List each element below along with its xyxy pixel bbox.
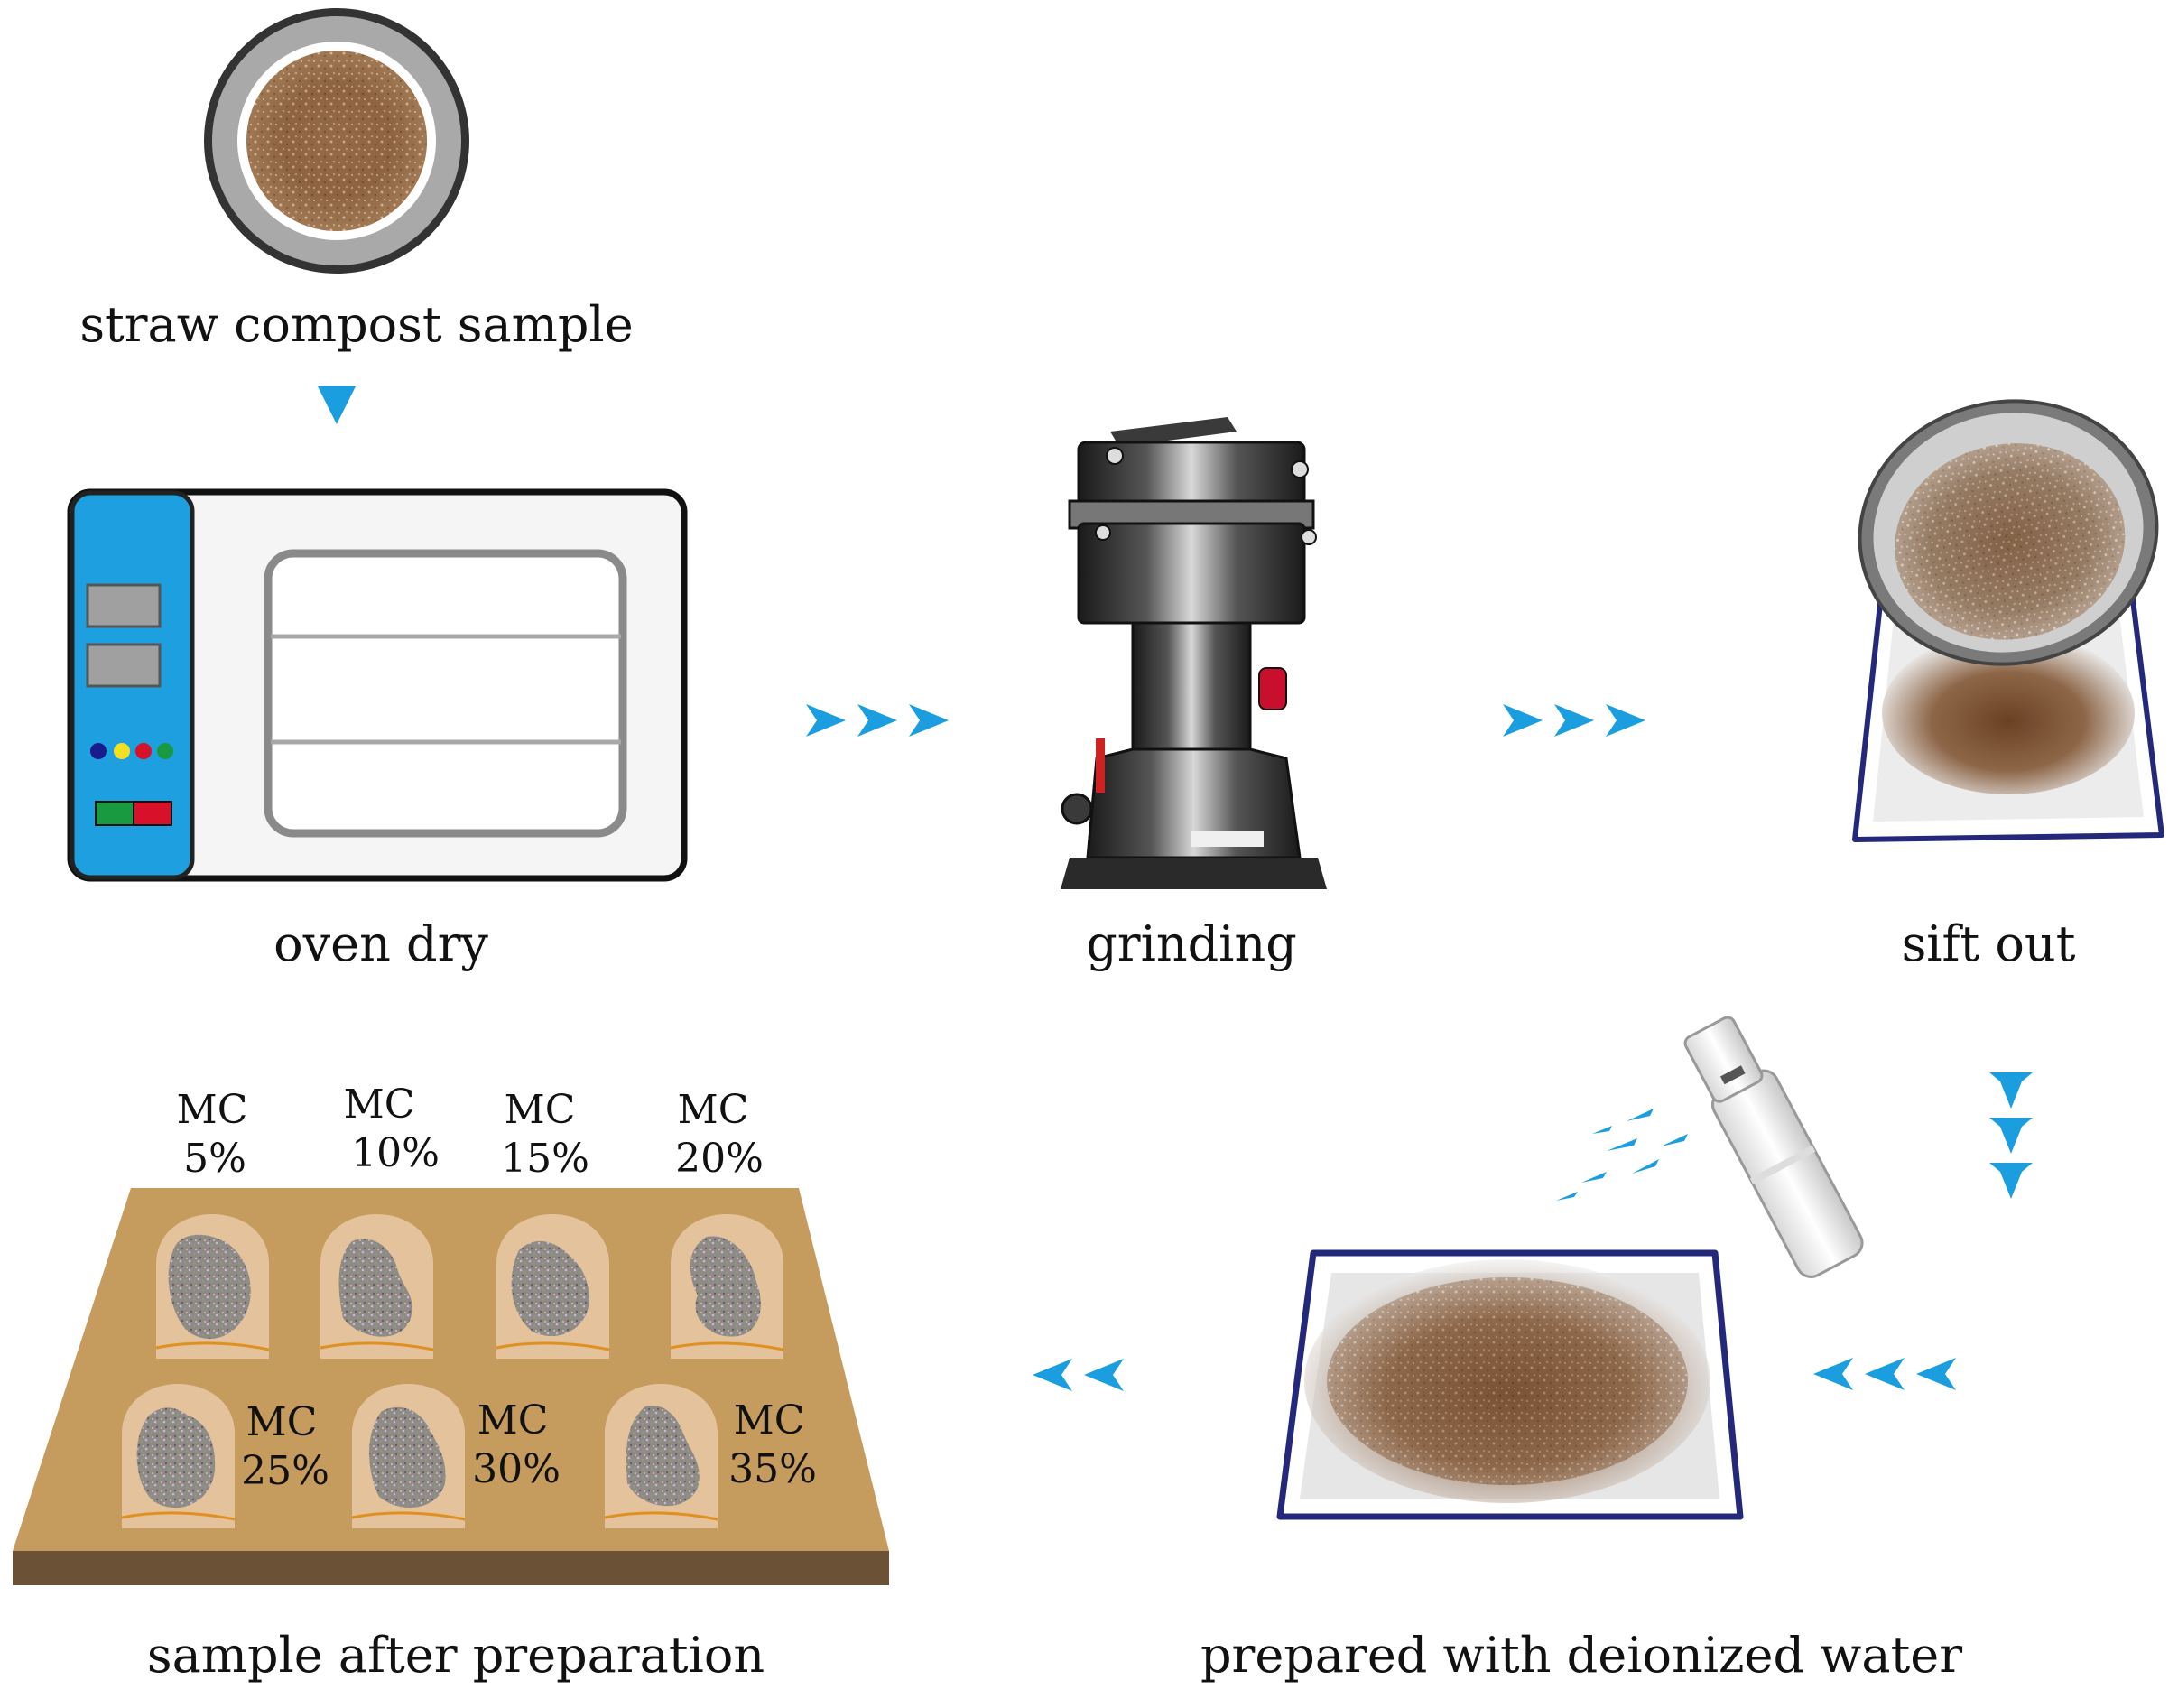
sample-bag-content [511,1240,590,1337]
arrow-down-icon [1989,1072,2033,1199]
sample-bag [670,1214,784,1359]
label-grinding: grinding [1086,915,1297,972]
sample-bag-seal [351,1511,466,1521]
sample-bag-seal [155,1341,270,1351]
grinder-icon [1061,417,1327,889]
arrow-left-icon [1033,1359,1124,1391]
sample-bag-content [369,1406,446,1508]
sample-bag-content [626,1406,700,1507]
sieve-tray-icon [1852,399,2164,842]
label-sample-after-preparation: sample after preparation [147,1627,765,1684]
spray-bottle-icon [1556,1016,1864,1278]
sample-bag-seal [496,1341,610,1351]
mc-label-name: MC [734,1397,805,1443]
sample-bag-seal [670,1341,784,1351]
sample-bag-content [136,1407,216,1508]
sample-bag [155,1214,270,1359]
sample-bag [351,1384,466,1528]
sample-bag [604,1384,718,1528]
arrow-right-icon [1503,704,1645,737]
sample-bag-seal [604,1511,718,1521]
label-sift-out: sift out [1902,915,2076,972]
sample-bag-seal [320,1341,434,1351]
mc-label-name: MC [477,1397,549,1443]
arrow-left-icon [1813,1358,1956,1390]
sample-bag-content [168,1234,251,1340]
mc-label-value: 35% [728,1446,817,1492]
mc-label-value: 20% [675,1136,764,1182]
arrow-right-icon [806,704,949,737]
label-straw-compost-sample: straw compost sample [79,296,633,353]
mc-label-value: 15% [501,1136,589,1182]
mc-label-value: 10% [351,1130,440,1176]
water-tray-icon [1276,1249,1744,1520]
mc-label-name: MC [246,1399,318,1445]
label-oven-dry: oven dry [273,915,488,972]
sample-bag [121,1384,236,1528]
mc-label-value: 30% [472,1446,561,1492]
mc-label-name: MC [177,1087,248,1133]
sample-bag-content [338,1239,412,1337]
mc-label-value: 5% [183,1136,246,1182]
sample-bag-content [690,1236,761,1337]
mc-label-value: 25% [241,1448,329,1494]
compost-dish-icon [204,8,469,274]
oven-icon [67,488,688,882]
sample-bag [320,1214,434,1359]
sample-bag-seal [121,1511,236,1521]
arrow-down-icon [318,386,356,424]
sample-bags [121,1214,784,1528]
mc-label-name: MC [678,1087,749,1133]
mc-label-name: MC [505,1087,576,1133]
mc-labels: MC 5% MC 10% MC 15% MC 20% MC 25% MC 30%… [177,1081,817,1494]
label-prepared-with-deionized-water: prepared with deionized water [1200,1627,1962,1684]
mc-label-name: MC [344,1081,415,1128]
sample-bag [496,1214,610,1359]
